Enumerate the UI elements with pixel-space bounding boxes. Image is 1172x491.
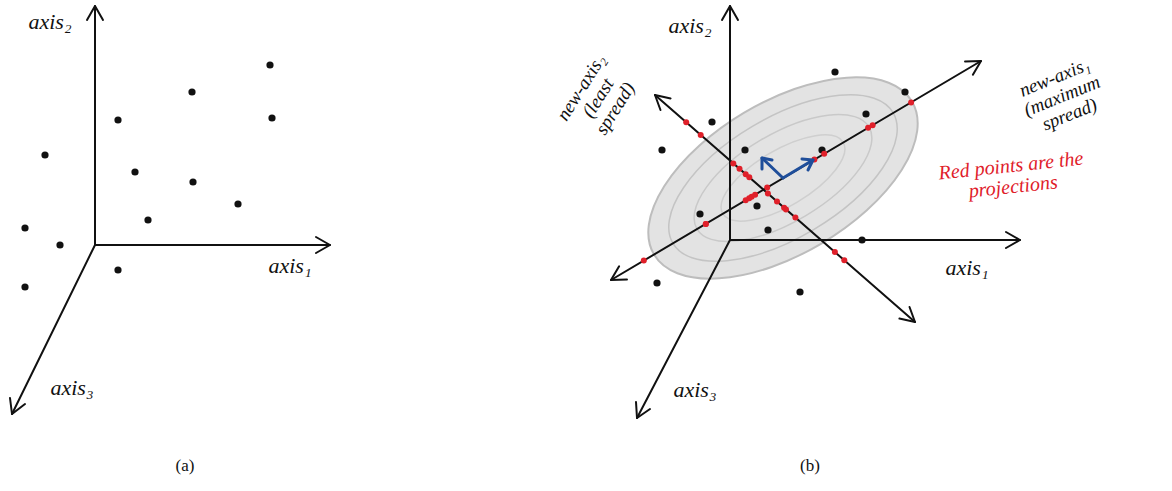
axis-annotation: new-axis₁ (maximum spread) bbox=[986, 42, 1138, 150]
data-point bbox=[21, 224, 28, 231]
data-point bbox=[658, 146, 665, 153]
projection-point bbox=[821, 151, 827, 157]
projection-point bbox=[703, 221, 709, 227]
axis-annotation: new-axis₂ (least spread) bbox=[546, 40, 650, 157]
data-points bbox=[21, 61, 914, 295]
axis-label: axis₂ bbox=[28, 10, 71, 33]
data-point bbox=[858, 236, 865, 243]
projection-point bbox=[683, 119, 689, 125]
projection-point bbox=[783, 206, 789, 212]
projection-point bbox=[870, 122, 876, 128]
axis-line bbox=[637, 240, 730, 418]
pencil-shading bbox=[642, 61, 923, 295]
arrowhead bbox=[611, 266, 627, 280]
projection-point bbox=[730, 160, 736, 166]
data-point bbox=[234, 200, 241, 207]
projection-point bbox=[908, 99, 914, 105]
eigenvector-arrow bbox=[762, 158, 783, 178]
arrowhead bbox=[762, 158, 772, 169]
projection-point bbox=[765, 191, 771, 197]
data-point bbox=[41, 151, 48, 158]
arrowhead bbox=[87, 6, 103, 20]
data-point bbox=[831, 68, 838, 75]
arrowhead bbox=[1006, 232, 1020, 248]
principal-axis-line bbox=[655, 95, 915, 322]
ellipse-spread bbox=[615, 36, 951, 320]
projection-point bbox=[746, 174, 752, 180]
data-point bbox=[131, 168, 138, 175]
arrowhead bbox=[10, 398, 25, 414]
projection-point bbox=[774, 199, 780, 205]
axis-label: axis₁ bbox=[268, 254, 311, 277]
data-point bbox=[114, 116, 121, 123]
spread-ellipse bbox=[615, 36, 951, 320]
data-point bbox=[753, 202, 760, 209]
data-point bbox=[21, 283, 28, 290]
arrowhead bbox=[722, 6, 738, 20]
axes-panel-b bbox=[636, 6, 1020, 418]
data-point bbox=[653, 279, 660, 286]
projection-point bbox=[703, 221, 709, 227]
data-point bbox=[56, 241, 63, 248]
projection-point bbox=[764, 185, 770, 191]
projection-point bbox=[832, 249, 838, 255]
panel-label: (b) bbox=[800, 457, 820, 475]
arrowhead bbox=[899, 307, 915, 322]
data-point bbox=[266, 61, 273, 68]
data-point bbox=[188, 88, 195, 95]
arrowhead bbox=[655, 95, 671, 110]
projection-point bbox=[743, 197, 749, 203]
note-text: Red points are the projections bbox=[926, 146, 1097, 205]
data-point bbox=[764, 226, 771, 233]
arrowhead bbox=[965, 61, 981, 75]
eigenvector-arrows bbox=[762, 158, 813, 178]
data-point bbox=[708, 118, 715, 125]
axis-line bbox=[94, 6, 96, 245]
data-point bbox=[189, 178, 196, 185]
axis-line bbox=[730, 239, 1020, 241]
axis-label: axis₂ bbox=[668, 14, 711, 37]
projection-point bbox=[641, 258, 647, 264]
arrowhead bbox=[316, 237, 330, 253]
axis-label: axis₃ bbox=[673, 378, 716, 401]
data-point bbox=[796, 288, 803, 295]
projection-point bbox=[792, 215, 798, 221]
axis-line bbox=[12, 245, 95, 414]
panel-label: (a) bbox=[176, 457, 195, 475]
data-point bbox=[696, 210, 703, 217]
axes-panel-a bbox=[10, 6, 330, 414]
axis-line bbox=[95, 244, 330, 246]
data-point bbox=[741, 146, 748, 153]
data-point bbox=[114, 266, 121, 273]
data-point bbox=[268, 114, 275, 121]
arrowhead bbox=[802, 159, 813, 170]
axis-line bbox=[729, 6, 731, 240]
principal-axis-line bbox=[611, 61, 981, 280]
principal-axes bbox=[611, 61, 981, 322]
axis-label: axis₃ bbox=[50, 376, 93, 399]
projection-point bbox=[841, 257, 847, 263]
data-point bbox=[144, 216, 151, 223]
arrowhead bbox=[636, 402, 650, 418]
data-point bbox=[862, 110, 869, 117]
axis-label: axis₁ bbox=[945, 256, 988, 279]
data-point bbox=[901, 88, 908, 95]
eigenvector-arrow bbox=[783, 160, 813, 178]
projection-point bbox=[737, 166, 743, 172]
projection-point bbox=[698, 132, 704, 138]
